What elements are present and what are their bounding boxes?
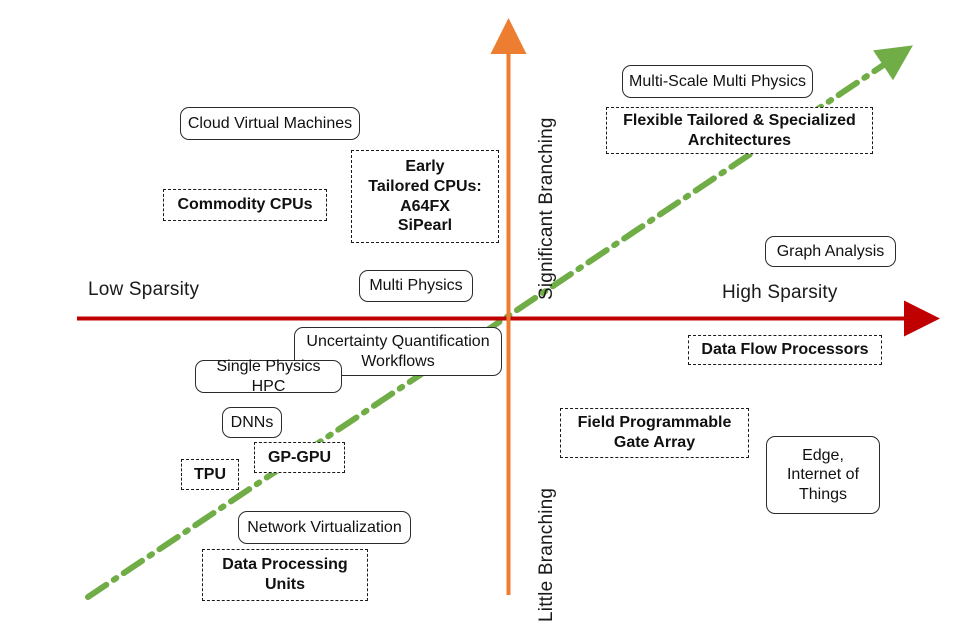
axis-label-little-branching: Little Branching bbox=[536, 487, 557, 622]
node-gp-gpu[interactable]: GP-GPU bbox=[254, 442, 345, 473]
node-label: Field Programmable Gate Array bbox=[577, 414, 732, 451]
node-multi-scale-multi-physics[interactable]: Multi-Scale Multi Physics bbox=[622, 65, 813, 98]
node-label: Cloud Virtual Machines bbox=[187, 114, 353, 132]
node-multi-physics[interactable]: Multi Physics bbox=[359, 270, 473, 302]
node-label: TPU bbox=[194, 465, 226, 483]
node-label: GP-GPU bbox=[267, 448, 332, 466]
node-commodity-cpus[interactable]: Commodity CPUs bbox=[163, 189, 327, 221]
node-graph-analysis[interactable]: Graph Analysis bbox=[765, 236, 896, 267]
node-network-virtualization[interactable]: Network Virtualization bbox=[238, 511, 411, 544]
node-label: Single Physics HPC bbox=[216, 357, 321, 395]
node-label: Commodity CPUs bbox=[177, 196, 313, 214]
node-label: Multi-Scale Multi Physics bbox=[629, 72, 806, 90]
node-dnns[interactable]: DNNs bbox=[222, 407, 282, 438]
node-label: Data Processing Units bbox=[222, 556, 348, 593]
axis-label-significant-branching: Significant Branching bbox=[536, 117, 557, 300]
node-field-programmable-gate-array[interactable]: Field Programmable Gate Array bbox=[560, 408, 749, 458]
node-label: Network Virtualization bbox=[247, 518, 402, 536]
node-flexible-tailored-specialized-architectures[interactable]: Flexible Tailored & Specialized Architec… bbox=[606, 107, 873, 154]
node-label: Flexible Tailored & Specialized Architec… bbox=[623, 111, 856, 149]
node-early-tailored-cpus[interactable]: Early Tailored CPUs: A64FX SiPearl bbox=[351, 150, 499, 243]
node-data-processing-units[interactable]: Data Processing Units bbox=[202, 549, 368, 601]
node-label: DNNs bbox=[230, 413, 274, 431]
node-label: Graph Analysis bbox=[776, 242, 885, 260]
axis-label-high-sparsity: High Sparsity bbox=[722, 282, 838, 303]
axis-label-low-sparsity: Low Sparsity bbox=[88, 279, 200, 300]
node-label: Data Flow Processors bbox=[701, 341, 869, 359]
node-label: Uncertainty Quantification Workflows bbox=[306, 332, 490, 370]
node-data-flow-processors[interactable]: Data Flow Processors bbox=[688, 335, 882, 365]
node-label: Edge, Internet of Things bbox=[786, 446, 860, 503]
node-single-physics-hpc[interactable]: Single Physics HPC bbox=[195, 357, 342, 395]
node-cloud-virtual-machines[interactable]: Cloud Virtual Machines bbox=[180, 107, 360, 140]
node-label: Early Tailored CPUs: A64FX SiPearl bbox=[368, 158, 482, 235]
node-edge-internet-of-things[interactable]: Edge, Internet of Things bbox=[766, 436, 880, 514]
node-label: Multi Physics bbox=[369, 277, 463, 295]
node-tpu[interactable]: TPU bbox=[181, 459, 239, 490]
